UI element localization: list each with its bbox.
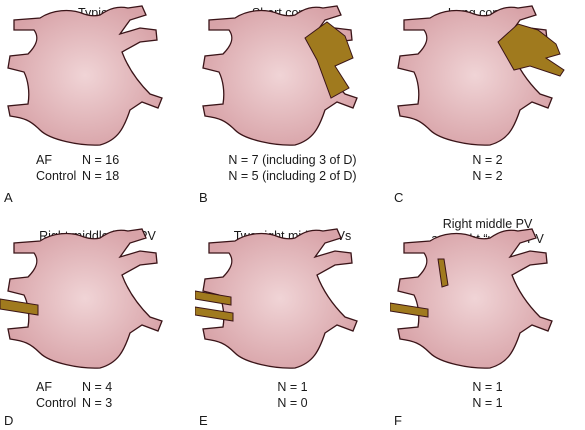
count-row: N = 5 (including 2 of D)	[228, 169, 357, 183]
panel-f: Right middle PV and right “upper” PV N =…	[390, 215, 585, 430]
group-count: N = 3	[82, 396, 113, 410]
count-row: N = 1	[472, 396, 503, 410]
panel-letter: E	[199, 413, 208, 428]
patient-counts: AF N = 16 Control N = 18	[36, 152, 119, 184]
right-upper-pv	[437, 258, 449, 288]
panel-letter: F	[394, 413, 402, 428]
title-line: Right middle PV	[442, 217, 533, 231]
count-row-control: Control N = 18	[36, 168, 119, 184]
count-row: N = 2	[472, 153, 503, 167]
count-row-af: AF N = 16	[36, 152, 119, 168]
right-middle-pv-lower	[195, 306, 234, 322]
count-row-af: AF N = 4	[36, 379, 112, 395]
left-atrium-diagram	[7, 5, 163, 146]
left-atrium-diagram	[0, 228, 163, 369]
group-label: AF	[36, 153, 52, 167]
group-label: AF	[36, 380, 52, 394]
panel-letter: C	[394, 190, 404, 205]
group-count: N = 18	[82, 169, 120, 183]
count-row: N = 1	[472, 380, 503, 394]
panel-b: Short common left trunk N = 7 (including…	[195, 0, 390, 215]
count-row: N = 1	[277, 380, 308, 394]
panel-e: Two right middle PVs N = 1 N = 0 E	[195, 215, 390, 430]
left-atrium-diagram	[202, 5, 358, 146]
patient-counts: AF N = 4 Control N = 3	[36, 379, 112, 411]
patient-counts: N = 2 N = 2	[390, 152, 585, 184]
group-count: N = 16	[82, 153, 120, 167]
patient-counts: N = 7 (including 3 of D) N = 5 (includin…	[195, 152, 390, 184]
panel-letter: D	[4, 413, 14, 428]
group-count: N = 4	[82, 380, 113, 394]
panel-letter: B	[199, 190, 208, 205]
patient-counts: N = 1 N = 0	[195, 379, 390, 411]
count-row: N = 7 (including 3 of D)	[228, 153, 357, 167]
long-common-left-trunk	[497, 23, 565, 77]
right-middle-pv	[390, 302, 429, 318]
patient-counts: N = 1 N = 1	[390, 379, 585, 411]
short-common-left-trunk	[304, 21, 354, 99]
left-atrium-diagram	[195, 228, 358, 369]
count-row: N = 2	[472, 169, 503, 183]
left-atrium-diagram	[390, 228, 553, 369]
group-label: Control	[36, 396, 77, 410]
left-atrium-diagram	[397, 5, 565, 146]
group-label: Control	[36, 169, 77, 183]
right-middle-lobe-pv	[0, 298, 39, 316]
right-middle-pv-upper	[195, 290, 232, 306]
count-row-control: Control N = 3	[36, 395, 112, 411]
panel-c: Long common left trunk N = 2 N = 2 C	[390, 0, 585, 215]
panel-letter: A	[4, 190, 13, 205]
count-row: N = 0	[277, 396, 308, 410]
